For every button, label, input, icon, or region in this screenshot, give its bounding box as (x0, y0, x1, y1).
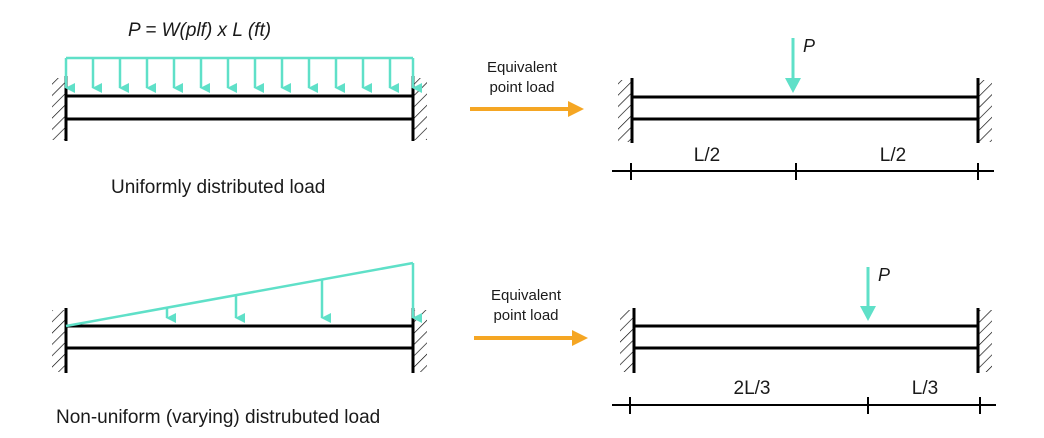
point-load-center-diagram: P L/2 L/2 (612, 36, 994, 180)
point-load-arrow (860, 267, 876, 321)
fixed-support-right (411, 308, 427, 373)
fixed-support-right (976, 308, 992, 373)
beam (634, 324, 978, 350)
fixed-support-left (618, 78, 634, 143)
dimension-line (612, 397, 996, 414)
dim-right-label: L/2 (880, 145, 906, 166)
fixed-support-right (411, 76, 427, 141)
equivalent-arrow-top: Equivalent point load (470, 59, 584, 117)
dim-left-label: 2L/3 (734, 378, 771, 399)
equivalent-arrow-bottom: Equivalent point load (474, 287, 588, 346)
fixed-support-right (976, 78, 992, 143)
uniform-load (64, 56, 422, 93)
fixed-support-left (620, 308, 636, 373)
arrow-label-line1: Equivalent (491, 287, 562, 304)
point-load-arrow (785, 38, 801, 93)
dim-left-label: L/2 (694, 145, 720, 166)
arrow-label-line2: point load (493, 307, 558, 324)
triangular-load (65, 261, 422, 328)
point-load-offset-diagram: P 2L/3 L/3 (612, 265, 996, 414)
fixed-support-left (52, 308, 68, 373)
dimension-line (612, 163, 994, 180)
point-load-label: P (803, 36, 815, 56)
point-load-label: P (878, 265, 890, 285)
dim-right-label: L/3 (912, 378, 938, 399)
beam (66, 324, 413, 350)
arrow-label-line1: Equivalent (487, 59, 558, 76)
udl-caption: Uniformly distributed load (111, 177, 325, 198)
udl-formula: P = W(plf) x L (ft) (128, 20, 271, 41)
varying-load-caption: Non-uniform (varying) distrubuted load (56, 407, 380, 428)
beam (66, 94, 413, 121)
beam (632, 95, 978, 121)
fixed-support-left (52, 76, 68, 141)
udl-diagram: P = W(plf) x L (ft) (52, 20, 427, 198)
arrow-label-line2: point load (489, 79, 554, 96)
varying-load-diagram: Non-uniform (varying) distrubuted load (52, 261, 427, 428)
